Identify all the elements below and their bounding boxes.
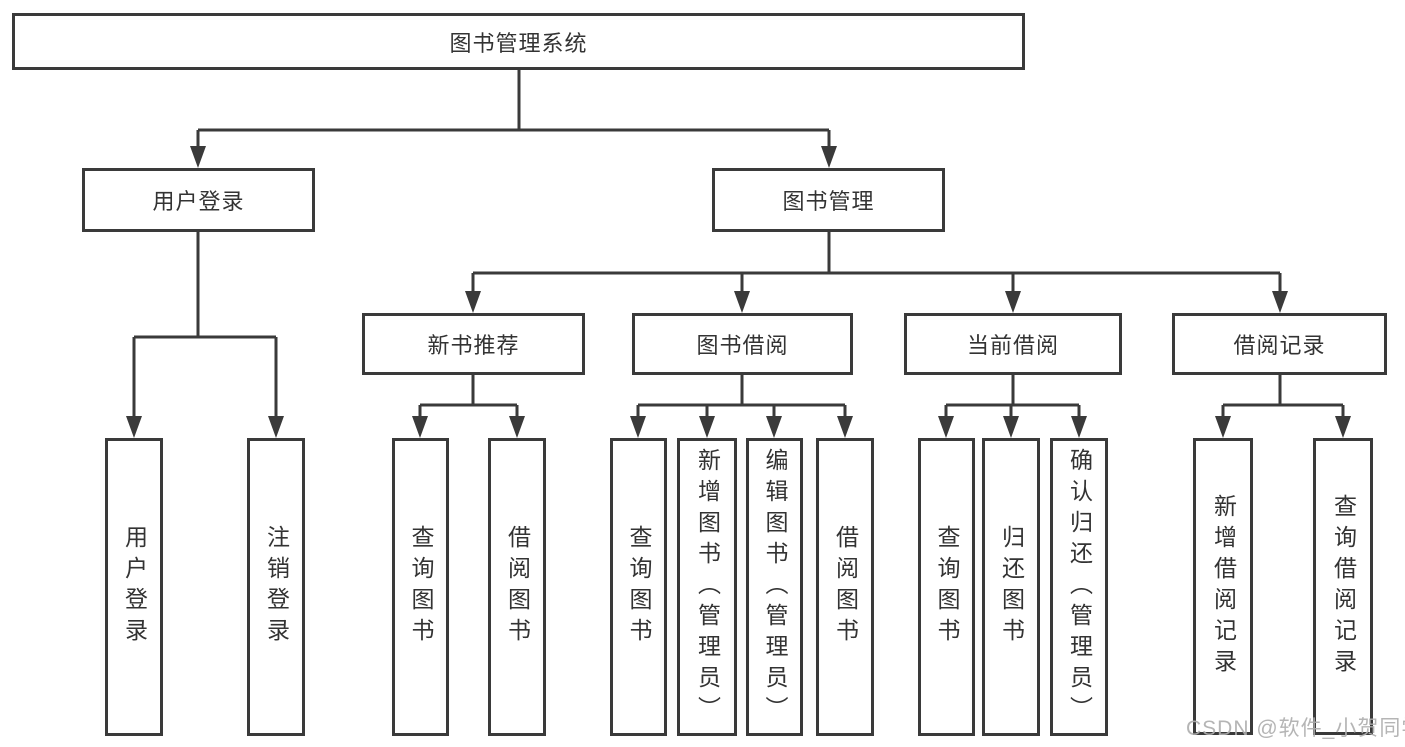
node-label: 用户登录 [121,525,148,649]
node-borrowing-records: 借阅记录 [1172,313,1387,375]
arrowhead-icon [126,146,1351,438]
node-label: 用户登录 [152,189,245,214]
node-add-book-admin: 新增图书（管理员） [677,438,737,736]
node-label: 图书管理 [782,189,875,214]
node-label: 图书借阅 [696,333,789,358]
node-label: 查询图书 [408,525,434,649]
node-label: 编辑图书（管理员） [762,447,788,727]
node-new-book-recommend: 新书推荐 [362,313,585,375]
node-label: 查询图书 [934,525,960,649]
node-label: 借阅图书 [504,525,531,649]
node-label: 借阅图书 [832,525,859,649]
node-label: 借阅记录 [1233,333,1326,358]
node-book-management: 图书管理 [712,168,945,232]
node-label: 归还图书 [998,525,1025,649]
node-label: 查询图书 [626,525,652,649]
node-label: 新增图书（管理员） [694,447,721,727]
node-logout: 注销登录 [247,438,305,736]
node-query-borrow-record: 查询借阅记录 [1313,438,1373,735]
node-edit-book-admin: 编辑图书（管理员） [746,438,803,736]
node-book-borrowing: 图书借阅 [632,313,853,375]
node-return-books: 归还图书 [982,438,1040,736]
node-label: 查询借阅记录 [1330,493,1357,680]
node-query-books-recommend: 查询图书 [392,438,449,736]
node-user-login: 用户登录 [82,168,315,232]
node-user-login-leaf: 用户登录 [105,438,163,736]
node-borrow-books-recommend: 借阅图书 [488,438,546,736]
node-borrow-books-borrowing: 借阅图书 [816,438,874,736]
node-add-borrow-record: 新增借阅记录 [1193,438,1253,735]
node-label: 新书推荐 [427,333,520,358]
node-library-system: 图书管理系统 [12,13,1025,70]
node-query-books-current: 查询图书 [918,438,975,736]
node-confirm-return-admin: 确认归还（管理员） [1050,438,1108,736]
node-label: 确认归还（管理员） [1066,447,1093,727]
node-label: 当前借阅 [966,333,1059,358]
node-label: 新增借阅记录 [1210,493,1237,680]
node-query-books-borrowing: 查询图书 [610,438,667,736]
node-label: 注销登录 [263,525,290,649]
node-current-borrowing: 当前借阅 [904,313,1122,375]
node-label: 图书管理系统 [449,30,588,56]
